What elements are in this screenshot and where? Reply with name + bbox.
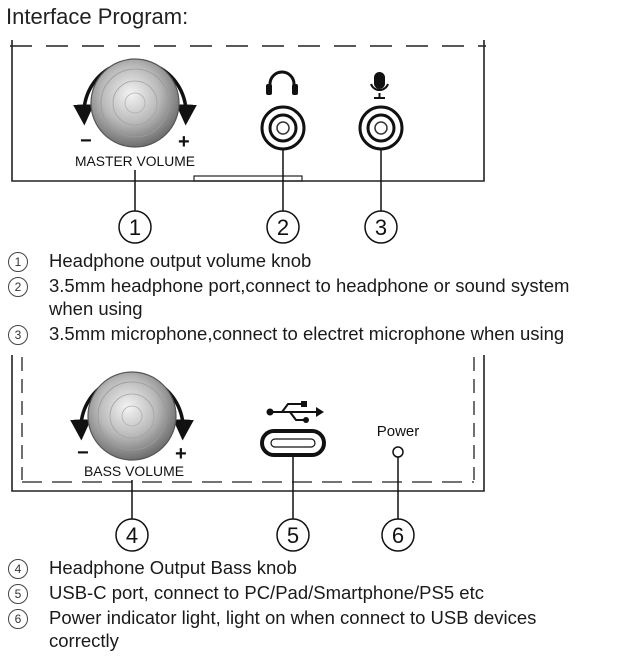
callout-1: 1 (118, 210, 152, 244)
bass-volume-label: BASS VOLUME (84, 464, 184, 479)
bass-plus-sign: + (175, 443, 187, 465)
headphone-icon (266, 70, 298, 95)
power-led (392, 446, 404, 458)
description-text: Headphone output volume knob (49, 250, 312, 271)
svg-text:6: 6 (392, 523, 404, 548)
callout-lines-bottom (131, 455, 399, 519)
master-volume-knob[interactable] (73, 58, 197, 148)
description-text: USB-C port, connect to PC/Pad/Smartphone… (49, 582, 484, 603)
usb-icon (266, 401, 324, 423)
svg-text:1: 1 (129, 215, 141, 240)
description-number: 1 (8, 252, 28, 272)
bass-volume-knob[interactable] (70, 371, 194, 461)
description-number: 3 (8, 325, 28, 345)
description-number: 4 (8, 559, 28, 579)
description-text: 3.5mm headphone port,connect to headphon… (49, 275, 570, 296)
description-text: Power indicator light, light on when con… (49, 607, 537, 628)
microphone-jack[interactable] (358, 105, 404, 151)
master-minus-sign: − (80, 130, 92, 152)
callout-2: 2 (266, 210, 300, 244)
master-volume-label: MASTER VOLUME (75, 154, 195, 169)
callout-lines-top (134, 150, 382, 211)
callout-3: 3 (364, 210, 398, 244)
power-label: Power (377, 423, 420, 440)
svg-text:2: 2 (277, 215, 289, 240)
front-panel-top (10, 40, 486, 182)
description-text: 3.5mm microphone,connect to electret mic… (49, 323, 565, 344)
callout-6: 6 (381, 518, 415, 552)
callout-5: 5 (276, 518, 310, 552)
svg-text:4: 4 (126, 523, 138, 548)
description-number: 5 (8, 584, 28, 604)
callout-4: 4 (115, 518, 149, 552)
description-text: correctly (49, 630, 119, 651)
bass-minus-sign: − (77, 442, 89, 464)
headphone-jack[interactable] (260, 105, 306, 151)
usb-c-port[interactable] (260, 429, 326, 457)
description-text: when using (49, 298, 143, 319)
master-plus-sign: + (178, 131, 190, 153)
page-title: Interface Program: (6, 4, 189, 29)
description-text: Headphone Output Bass knob (49, 557, 297, 578)
description-number: 2 (8, 277, 28, 297)
microphone-icon (370, 72, 389, 99)
svg-text:5: 5 (287, 523, 299, 548)
svg-text:3: 3 (375, 215, 387, 240)
description-number: 6 (8, 609, 28, 629)
